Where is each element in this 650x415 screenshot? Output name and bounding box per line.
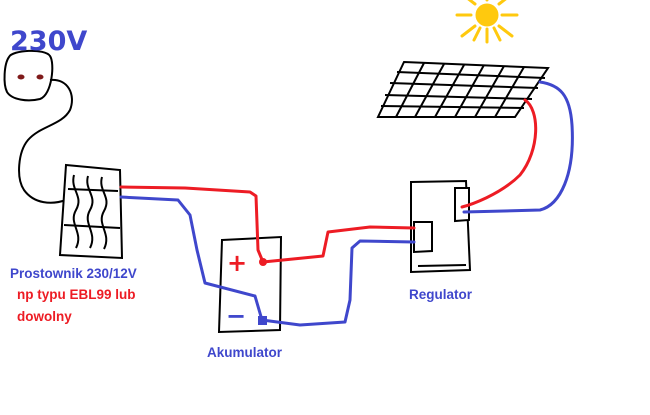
mains-voltage-label: 230V (10, 26, 88, 57)
battery-label: Akumulator (207, 345, 283, 360)
rectifier-box (58, 163, 124, 260)
rectifier-type-label-continued: dowolny (17, 309, 72, 324)
rectifier-name-label: Prostownik 230/12V (10, 266, 137, 281)
battery-minus-sign: − (226, 302, 247, 330)
negative-wires (119, 80, 574, 327)
solar-panel (376, 60, 550, 118)
rectifier-type-label: np typu EBL99 lub (17, 287, 136, 302)
regulator-label: Regulator (409, 287, 473, 302)
sun-icon (455, 0, 519, 44)
mains-cable (18, 78, 73, 204)
positive-wires (119, 98, 538, 264)
regulator-box (410, 179, 472, 274)
battery-plus-sign: + (227, 249, 248, 277)
wall-socket-icon (3, 49, 54, 102)
